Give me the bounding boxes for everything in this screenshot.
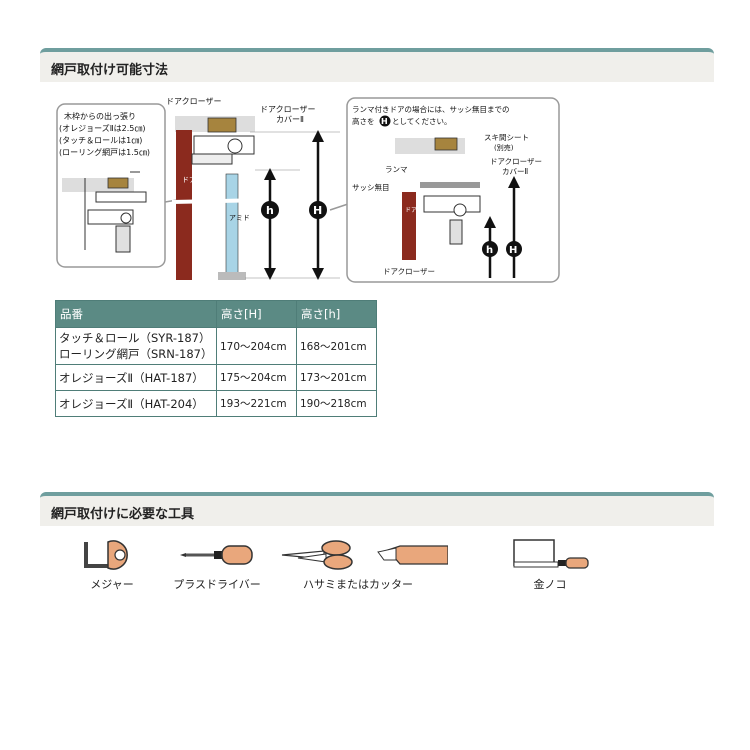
section-header-tools: 網戸取付けに必要な工具 — [40, 492, 714, 526]
height-H-cell: 193〜221cm — [216, 390, 297, 417]
scissors-cutter-icon — [281, 540, 448, 570]
screwdriver-icon — [180, 545, 253, 565]
H-mark-right: H — [509, 245, 517, 256]
protrusion-callout: 木枠からの出っ張り (オレジョーズⅡは2.5㎝) (タッチ＆ロールは1㎝) (ロ… — [56, 103, 166, 268]
callout-line-1: 木枠からの出っ張り — [64, 111, 136, 121]
door-closer-label: ドアクローザー — [166, 97, 221, 106]
door-label-right: ドア — [405, 207, 417, 214]
cover-label-2: カバーⅡ — [502, 167, 528, 176]
note-line-2: 高さを — [352, 116, 375, 126]
height-h-cell: 190〜218cm — [296, 390, 377, 417]
height-h-cell: 168〜201cm — [296, 327, 377, 365]
table-row: タッチ＆ロール（SYR-187） ローリング網戸（SRN-187） 170〜20… — [55, 327, 377, 365]
section-header-dimensions: 網戸取付け可能寸法 — [40, 48, 714, 82]
cover-label-1: ドアクローザー — [490, 157, 542, 166]
h-mark: h — [266, 204, 274, 217]
model-name-1: タッチ＆ロール（SYR-187） — [59, 331, 211, 345]
note-H-mark: H — [381, 117, 388, 126]
tool-label: 金ノコ — [533, 578, 567, 591]
height-h-cell: 173〜201cm — [296, 364, 377, 391]
hacksaw-icon — [513, 539, 589, 569]
installation-dimension-diagram: 木枠からの出っ張り (オレジョーズⅡは2.5㎝) (タッチ＆ロールは1㎝) (ロ… — [56, 97, 560, 283]
model-cell: オレジョーズⅡ（HAT-204） — [55, 390, 217, 417]
model-name-2: ローリング網戸（SRN-187） — [59, 347, 213, 361]
tool-screwdriver: プラスドライバー — [172, 538, 262, 592]
tool-label: メジャー — [90, 578, 134, 591]
header-height-h: 高さ[h] — [296, 300, 377, 328]
transom-door-callout: ランマ付きドアの場合には、サッシ無目までの 高さを H としてください。 スキ間… — [346, 97, 560, 283]
tool-label: ハサミまたはカッター — [303, 578, 413, 591]
note-line-2b: としてください。 — [392, 117, 452, 126]
door-label: ドア — [182, 176, 196, 184]
H-mark: H — [313, 204, 322, 217]
gap-sheet-label-1: スキ間シート — [484, 133, 529, 142]
tool-label: プラスドライバー — [173, 578, 261, 591]
note-line-1: ランマ付きドアの場合には、サッシ無目までの — [352, 104, 510, 114]
mesh-label: アミド — [229, 214, 250, 222]
tool-tape-measure: メジャー — [72, 538, 152, 592]
h-mark-right: h — [486, 245, 493, 256]
height-H-cell: 175〜204cm — [216, 364, 297, 391]
gap-sheet-label-2: (別売) — [494, 143, 514, 152]
tool-scissors-cutter: ハサミまたはカッター — [278, 538, 448, 592]
door-closer-cover-label-1: ドアクローザー — [260, 105, 315, 114]
tape-measure-icon — [84, 540, 128, 570]
door-closer-cover-label-2: カバーⅡ — [276, 115, 304, 124]
section-title: 網戸取付け可能寸法 — [51, 63, 169, 78]
tool-hacksaw: 金ノコ — [505, 538, 595, 592]
table-row: オレジョーズⅡ（HAT-187） 175〜204cm 173〜201cm — [55, 364, 377, 391]
model-cell: オレジョーズⅡ（HAT-187） — [55, 364, 217, 391]
table-header-row: 品番 高さ[H] 高さ[h] — [55, 300, 377, 328]
height-H-cell: 170〜204cm — [216, 327, 297, 365]
header-height-H: 高さ[H] — [216, 300, 297, 328]
height-spec-table: 品番 高さ[H] 高さ[h] タッチ＆ロール（SYR-187） ローリング網戸（… — [55, 300, 377, 417]
model-cell: タッチ＆ロール（SYR-187） ローリング網戸（SRN-187） — [55, 327, 217, 365]
callout-line-4: (ローリング網戸は1.5㎝) — [59, 147, 150, 157]
sash-label: サッシ無目 — [352, 182, 390, 192]
section-title: 網戸取付けに必要な工具 — [51, 507, 195, 522]
table-row: オレジョーズⅡ（HAT-204） 193〜221cm 190〜218cm — [55, 390, 377, 417]
callout-line-3: (タッチ＆ロールは1㎝) — [59, 136, 142, 145]
callout-line-2: (オレジョーズⅡは2.5㎝) — [59, 123, 146, 133]
door-closer-label-right: ドアクローザー — [383, 267, 435, 276]
door-assembly: ドア アミド ドアクローザー ドアクローザー カバーⅡ h H — [166, 97, 340, 280]
transom-label: ランマ — [385, 165, 408, 174]
header-model: 品番 — [55, 300, 217, 328]
